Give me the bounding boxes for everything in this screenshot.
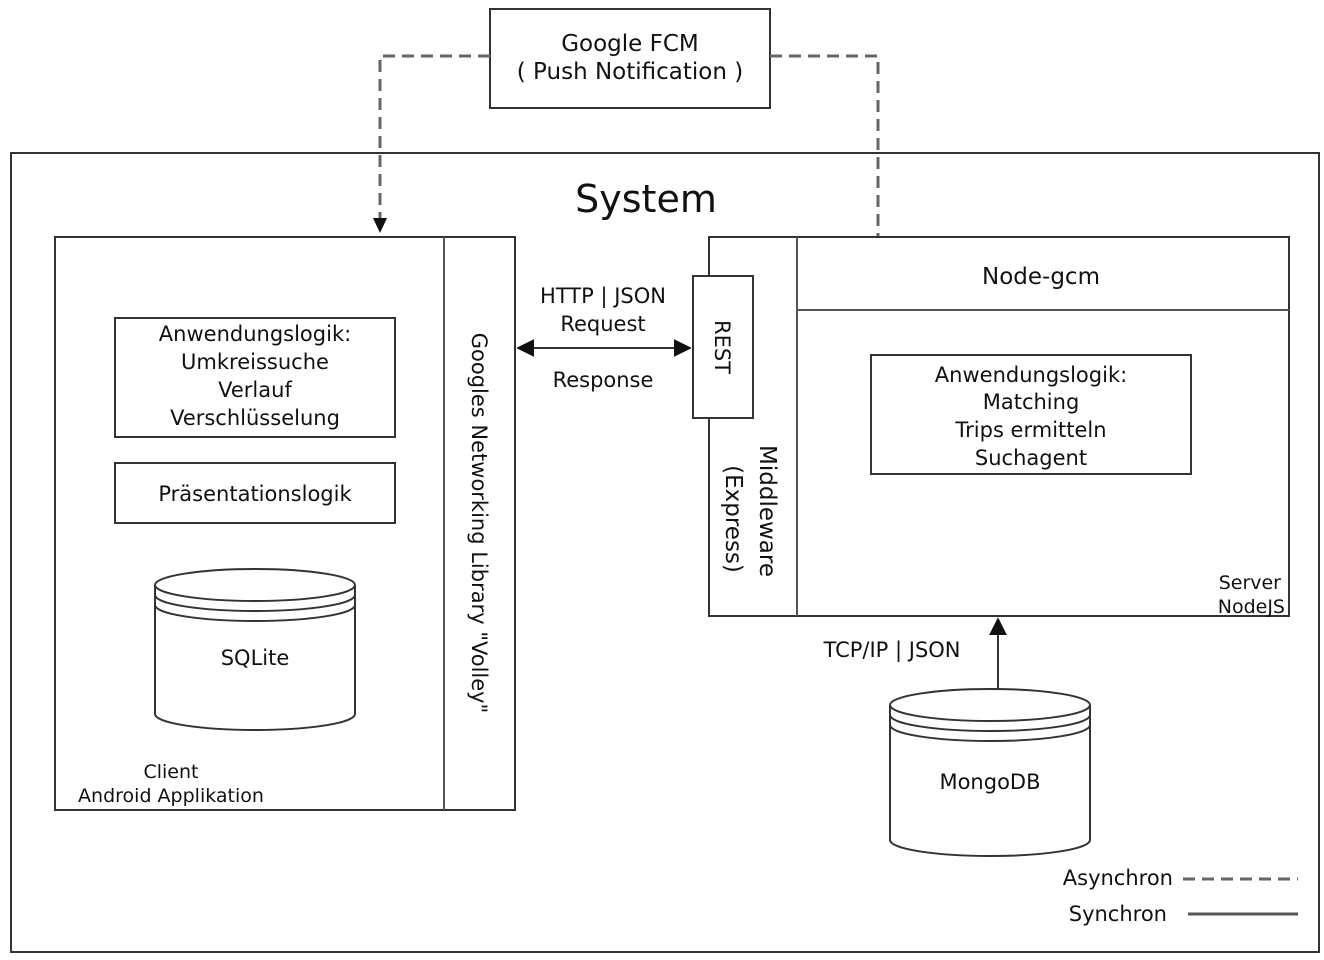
- fcm-to-client-arrowhead: [373, 218, 387, 233]
- legend-sync-label: Synchron: [1069, 902, 1167, 926]
- request-label: Request: [560, 312, 645, 336]
- server-app-logic-item: Matching: [983, 390, 1080, 414]
- client-platform-label: Android Applikation: [78, 785, 264, 807]
- express-label: (Express): [720, 465, 746, 573]
- client-app-logic-item: Verlauf: [218, 378, 292, 402]
- server-app-logic-item: Suchagent: [975, 446, 1087, 470]
- server-app-logic-box: [870, 354, 1192, 475]
- client-app-logic-item: Umkreissuche: [181, 350, 329, 374]
- presentation-logic-label: Präsentationslogik: [158, 482, 352, 506]
- sqlite-cylinder: [154, 568, 356, 731]
- fcm-subtitle: ( Push Notification ): [517, 59, 743, 85]
- server-to-fcm-async-line: [770, 54, 880, 237]
- legend-async-label: Asynchron: [1063, 866, 1173, 890]
- client-label: Client: [143, 761, 198, 783]
- client-app-logic-box: [114, 317, 396, 438]
- http-json-label: HTTP | JSON: [540, 284, 666, 309]
- rest-label: REST: [710, 320, 734, 374]
- rest-box: [692, 275, 754, 419]
- volley-label: Googles Networking Library "Volley": [467, 333, 491, 714]
- fcm-title: Google FCM: [561, 31, 699, 57]
- node-gcm-label: Node-gcm: [982, 264, 1100, 290]
- server-app-logic-title: Anwendungslogik:: [935, 363, 1127, 387]
- client-app-logic-title: Anwendungslogik:: [159, 322, 351, 346]
- server-label: Server: [1219, 572, 1281, 594]
- mongodb-label: MongoDB: [939, 770, 1040, 794]
- fcm-to-client-async-line: [378, 54, 490, 218]
- middleware-label: Middleware: [754, 445, 780, 577]
- fcm-box: [489, 8, 771, 109]
- client-app-logic-item: Verschlüsselung: [170, 406, 340, 430]
- system-title: System: [575, 177, 717, 221]
- sqlite-label: SQLite: [221, 646, 290, 670]
- presentation-logic-box: [114, 462, 396, 524]
- response-label: Response: [553, 368, 654, 392]
- mongodb-cylinder: [889, 688, 1091, 857]
- tcpip-json-label: TCP/IP | JSON: [822, 638, 960, 663]
- server-runtime-label: NodeJS: [1218, 596, 1285, 618]
- server-app-logic-item: Trips ermitteln: [954, 418, 1106, 442]
